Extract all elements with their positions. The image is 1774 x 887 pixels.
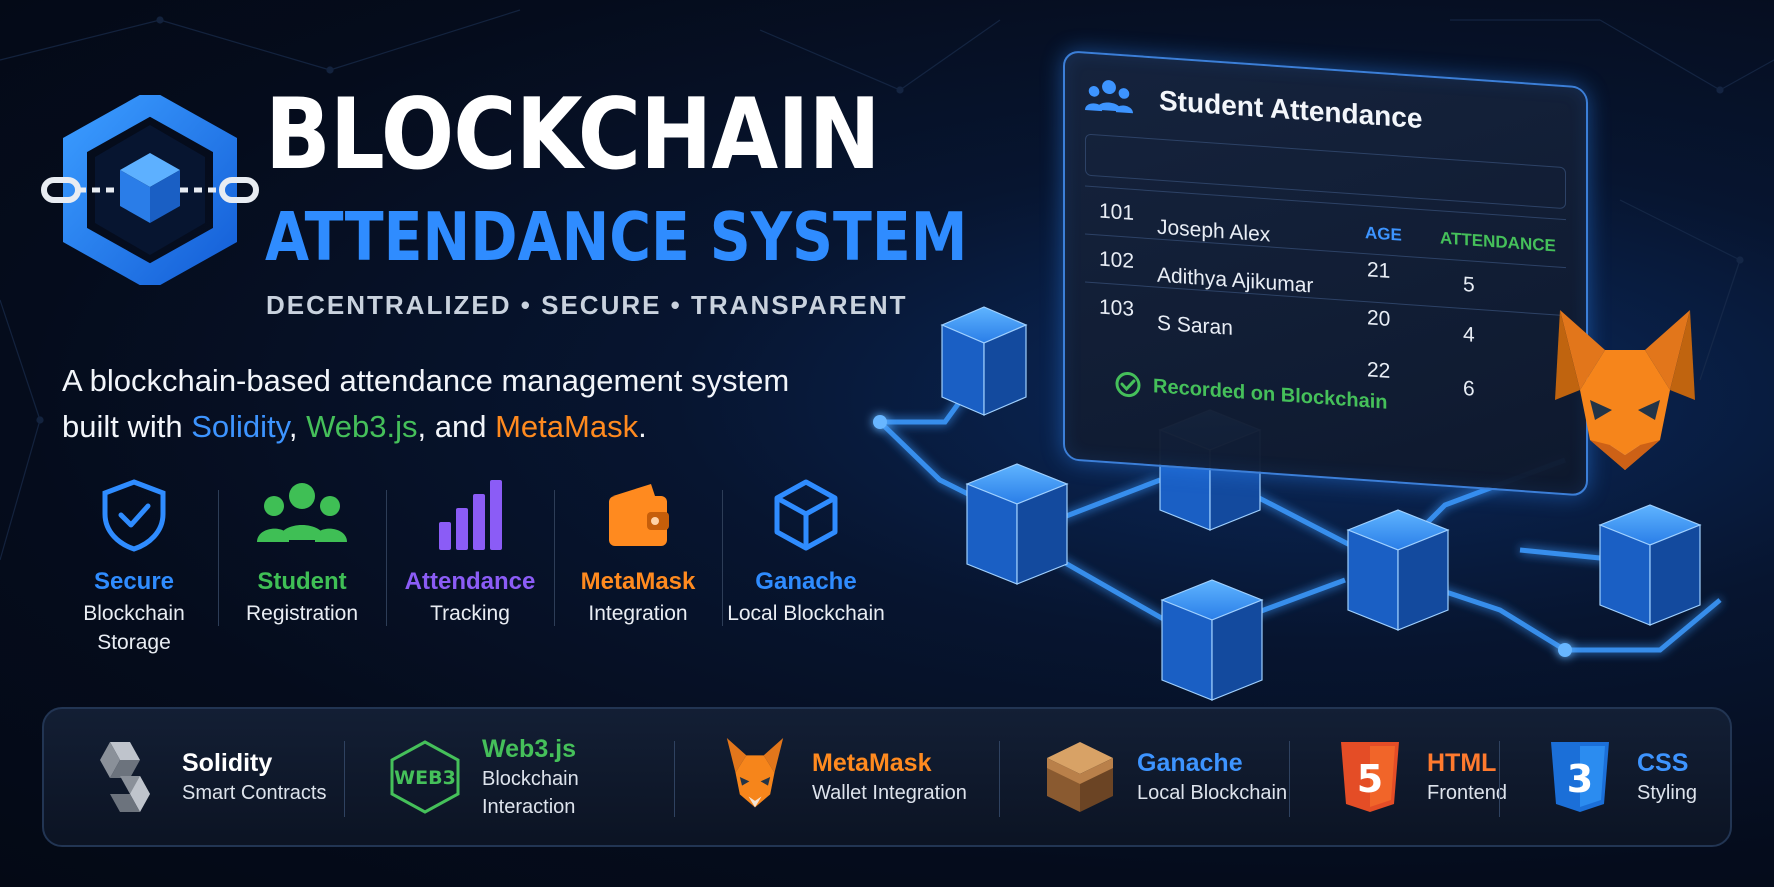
blockchain-logo-icon (41, 95, 259, 285)
feature-sub: Registration (245, 602, 359, 625)
tech-css: 3 CSS Styling (1499, 709, 1709, 845)
description-line1: A blockchain-based attendance management… (62, 363, 790, 398)
student-attendance: 6 (1463, 376, 1475, 401)
wallet-icon (609, 484, 669, 546)
tech-name: Ganache (1137, 749, 1243, 777)
student-id: 101 (1099, 199, 1135, 225)
title-attendance-system: ATTENDANCE SYSTEM (265, 198, 968, 276)
bar-chart-icon (439, 480, 502, 550)
tech-desc: Smart Contracts (182, 782, 327, 804)
feature-ganache: Ganache Local Blockchain (722, 478, 890, 658)
feature-title: MetaMask (580, 568, 696, 595)
description-solidity: Solidity (191, 409, 289, 444)
tech-name: CSS (1637, 749, 1689, 777)
users-icon (257, 483, 347, 542)
student-id: 102 (1099, 247, 1135, 273)
tech-text: HTML Frontend (1427, 747, 1507, 807)
title-blockchain: BLOCKCHAIN (265, 78, 881, 192)
feature-student: Student Registration (218, 478, 386, 658)
tech-desc: Blockchain Interaction (482, 768, 579, 818)
html5-icon: 5 (1341, 742, 1399, 812)
student-name: S Saran (1157, 311, 1233, 340)
tech-html: 5 HTML Frontend (1289, 709, 1507, 845)
tech-desc: Wallet Integration (812, 782, 967, 804)
tech-name: HTML (1427, 749, 1497, 777)
tech-name: Solidity (182, 749, 273, 777)
metamask-fox-icon (726, 738, 784, 808)
solidity-icon (100, 742, 150, 812)
html5-badge-text: 5 (1357, 757, 1383, 801)
recorded-status: Recorded on Blockchain (1115, 371, 1388, 416)
description-prefix: built with (62, 409, 192, 444)
tech-name: Web3.js (482, 735, 577, 763)
tech-text: CSS Styling (1637, 747, 1697, 807)
tech-text: Ganache Local Blockchain (1137, 747, 1287, 807)
feature-title: Ganache (755, 568, 857, 595)
check-circle-icon (1115, 372, 1141, 398)
tech-ganache: Ganache Local Blockchain (999, 709, 1289, 845)
feature-sub: Tracking (430, 602, 510, 625)
tech-desc: Local Blockchain (1137, 782, 1288, 804)
description: A blockchain-based attendance management… (62, 358, 822, 450)
feature-sub: Integration (588, 602, 688, 625)
cube-icon (774, 479, 838, 551)
description-sep1: , (288, 409, 307, 444)
feature-metamask: MetaMask Integration (554, 478, 722, 658)
student-attendance-panel: Student Attendance AGE ATTENDANCE 101 Jo… (1063, 50, 1588, 497)
recorded-label: Recorded on Blockchain (1153, 374, 1388, 414)
description-web3: Web3.js (306, 409, 418, 444)
description-end: . (638, 409, 647, 444)
tech-desc: Styling (1637, 782, 1698, 804)
student-id: 103 (1099, 295, 1135, 321)
web3-badge-text: WEB3 (394, 767, 456, 789)
feature-sub: Local Blockchain (727, 602, 885, 625)
tech-text: MetaMask Wallet Integration (812, 747, 967, 807)
web3-icon: WEB3 (390, 740, 460, 814)
description-metamask: MetaMask (495, 409, 639, 444)
shield-check-icon (102, 479, 166, 552)
ganache-icon (1047, 742, 1113, 812)
feature-title: Attendance (404, 568, 536, 595)
feature-title: Student (257, 568, 347, 595)
tech-stack-bar: Solidity Smart Contracts WEB3 Web3.js Bl… (42, 707, 1732, 847)
tech-text: Web3.js Blockchain Interaction (482, 733, 674, 821)
css3-badge-text: 3 (1567, 757, 1593, 801)
tech-solidity: Solidity Smart Contracts (44, 709, 344, 845)
feature-attendance: Attendance Tracking (386, 478, 554, 658)
tech-name: MetaMask (812, 749, 932, 777)
metamask-fox-icon (1555, 310, 1695, 470)
student-age: 22 (1367, 358, 1391, 383)
tech-desc: Frontend (1427, 782, 1508, 804)
tech-text: Solidity Smart Contracts (182, 747, 326, 807)
css3-icon: 3 (1551, 742, 1609, 812)
users-icon (1085, 80, 1133, 114)
feature-title: Secure (93, 568, 175, 595)
tagline: DECENTRALIZED • SECURE • TRANSPARENT (266, 290, 908, 320)
tech-web3: WEB3 Web3.js Blockchain Interaction (344, 709, 674, 845)
feature-sub-line1: Blockchain (83, 602, 185, 625)
description-sep2: , and (417, 409, 496, 444)
tech-metamask: MetaMask Wallet Integration (674, 709, 999, 845)
panel-title: Student Attendance (1159, 84, 1423, 135)
feature-sub-line2: Storage (97, 631, 171, 654)
panel-header: Student Attendance (1085, 76, 1422, 140)
